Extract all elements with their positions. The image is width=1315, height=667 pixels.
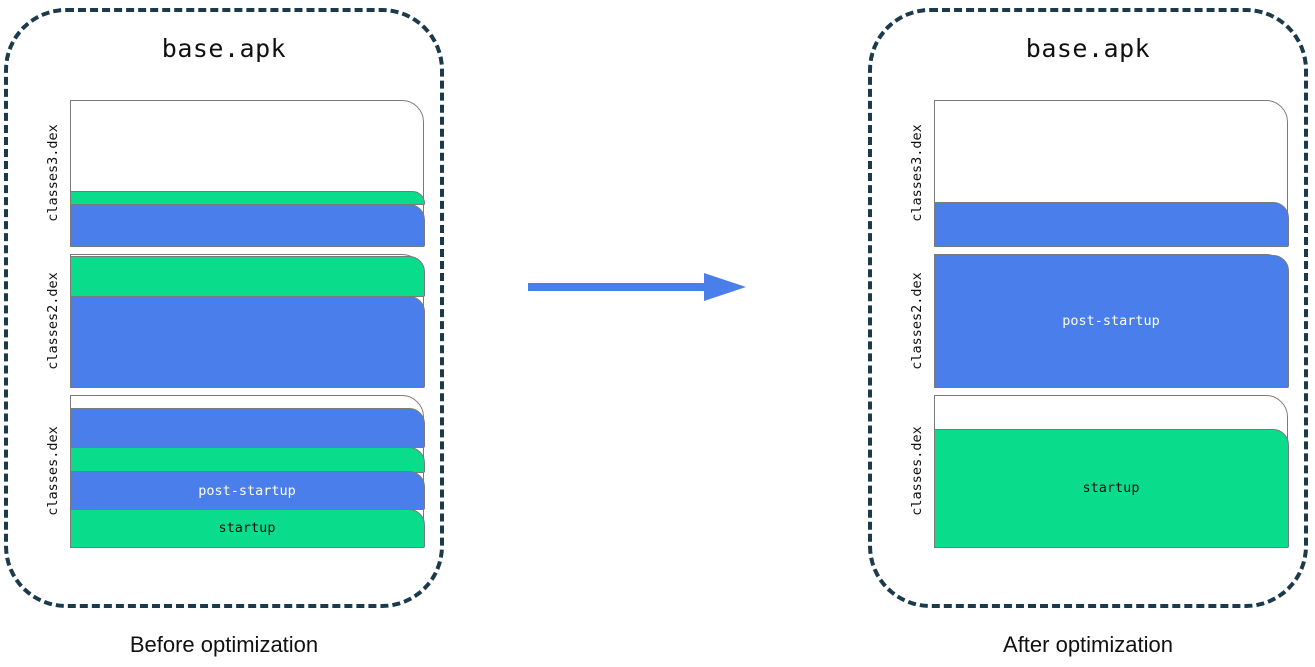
dex-label-text: classes3.dex (909, 124, 925, 222)
right-arrow-icon (528, 271, 746, 303)
dex-slice-blue-labeled: post-startup (69, 471, 425, 510)
dex-slice-blue (933, 201, 1289, 247)
dex-slice-green (69, 256, 425, 297)
dex-slice-blue (69, 295, 425, 388)
dex-label-text: classes.dex (909, 426, 925, 516)
dex-slice-empty (70, 87, 425, 193)
apk-title-before: base.apk (161, 34, 287, 63)
dex-box (69, 254, 425, 388)
dex-box: startup (933, 395, 1289, 548)
dex-box (933, 100, 1289, 247)
dex-slice-green-labeled: startup (933, 428, 1289, 548)
dex-label-text: classes.dex (45, 426, 61, 516)
dex-group: classes3.dex (900, 100, 1289, 247)
dex-group: classes2.dex post-startup (900, 254, 1289, 388)
dex-label: classes.dex (36, 395, 70, 547)
dex-label: classes3.dex (36, 100, 70, 246)
dex-slice-green (69, 191, 425, 205)
dex-group: classes3.dex (36, 100, 425, 247)
dex-slice-green (69, 446, 425, 473)
dex-label-text: classes2.dex (909, 271, 925, 370)
apk-panel-after: base.apk classes3.dex classes2.dex post-st… (868, 8, 1308, 608)
apk-title-after: base.apk (1025, 34, 1151, 63)
caption-before: Before optimization (129, 632, 319, 657)
caption-after: After optimization (1003, 632, 1173, 657)
dex-stack-before: classes3.dex classes2.dex classes.dex post-… (36, 100, 425, 555)
dex-box (69, 100, 425, 247)
dex-slice-blue (69, 408, 425, 448)
dex-label: classes2.dex (900, 254, 934, 387)
dex-label-text: classes2.dex (45, 271, 61, 370)
dex-slice-empty (934, 242, 1289, 256)
dex-slice-green-labeled: startup (69, 508, 425, 548)
dex-box: post-startup (933, 254, 1289, 388)
dex-slice-empty (934, 390, 1289, 430)
dex-label: classes2.dex (36, 254, 70, 387)
dex-group: classes.dex startup (900, 395, 1289, 548)
dex-slice-blue-labeled: post-startup (933, 254, 1289, 388)
dex-label: classes.dex (900, 395, 934, 547)
dex-slice-empty (934, 92, 1289, 203)
dex-group: classes2.dex (36, 254, 425, 388)
dex-label: classes3.dex (900, 100, 934, 246)
dex-slice-blue (69, 203, 425, 247)
dex-label-text: classes3.dex (45, 124, 61, 222)
